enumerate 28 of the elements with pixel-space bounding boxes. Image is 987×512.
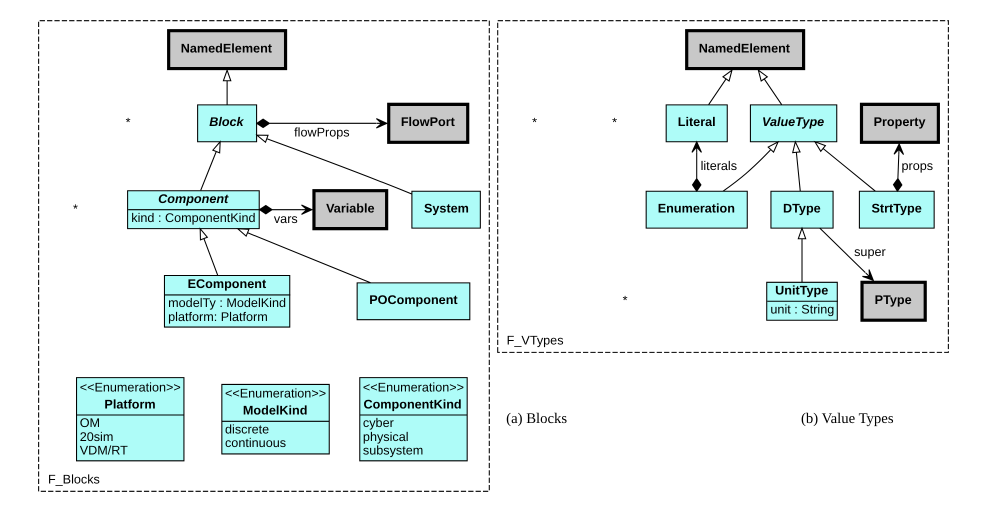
label: * [126, 116, 131, 130]
label: * [622, 294, 628, 308]
edge-label: super [854, 245, 886, 260]
arrow [222, 68, 232, 105]
edge-label: vars [274, 212, 298, 226]
arrow [708, 68, 733, 105]
arrow [722, 140, 780, 192]
arrow [757, 68, 782, 105]
arrow [255, 134, 412, 194]
label: (b) Value Types [801, 411, 894, 428]
arrow [258, 204, 313, 215]
label: * [73, 202, 78, 216]
arrow [798, 226, 806, 282]
edge-label: literals [700, 158, 738, 173]
arrow [236, 228, 371, 284]
edge-label: flowProps [294, 126, 350, 140]
arrow [892, 143, 904, 192]
arrow [200, 140, 221, 191]
arrow [691, 141, 702, 192]
arrow [819, 228, 874, 281]
label: (a) Blocks [506, 411, 568, 428]
arrow [200, 227, 218, 276]
arrow [256, 118, 388, 129]
edge-label: props [902, 158, 934, 173]
label: * [612, 116, 618, 130]
label: * [532, 116, 538, 130]
arrow [814, 140, 876, 192]
arrow [792, 140, 801, 192]
